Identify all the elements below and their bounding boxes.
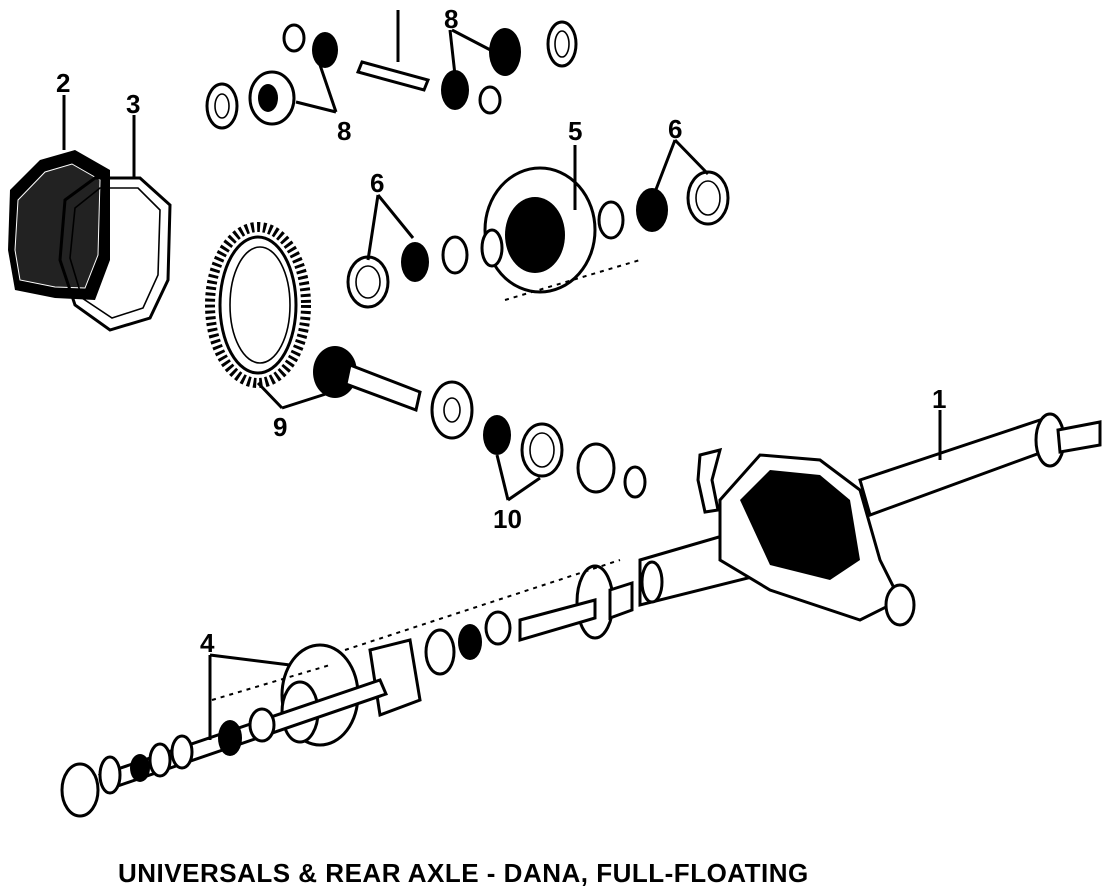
callout-4: 4 — [200, 628, 215, 658]
bearing-cone-right — [636, 188, 668, 232]
leader-lines — [62, 10, 942, 740]
callout-5: 5 — [568, 116, 582, 146]
differential-case — [480, 166, 597, 294]
pinion-washer-a — [205, 82, 239, 130]
small-washer-a — [282, 23, 306, 53]
hub-bearing-set — [424, 610, 512, 676]
shim-right — [597, 200, 625, 240]
diagram-caption: UNIVERSALS & REAR AXLE - DANA, FULL-FLOA… — [118, 858, 809, 888]
pinion-washer — [623, 465, 647, 499]
bearing-cup-left — [346, 255, 390, 309]
pinion-shim — [430, 380, 474, 440]
callout-9: 9 — [273, 412, 287, 442]
bearing-cup-right — [686, 170, 730, 226]
ring-gear — [205, 222, 311, 388]
alignment-line-a — [344, 559, 621, 651]
bracket-clip — [696, 447, 723, 514]
pinion-gear-a — [312, 32, 338, 68]
alignment-line-c — [504, 259, 641, 301]
bearing-cone-left — [401, 242, 429, 282]
side-gear-b — [441, 28, 521, 110]
callout-2: 2 — [56, 68, 70, 98]
callout-8-left: 8 — [337, 116, 351, 146]
drive-pinion — [313, 346, 422, 413]
cross-shaft — [355, 60, 431, 92]
differential-cover — [8, 150, 110, 300]
callout-6-right: 6 — [668, 114, 682, 144]
pinion-bearing-cone — [483, 415, 511, 455]
shim-left — [441, 235, 469, 275]
pinion-bearing-cup — [520, 422, 564, 478]
callout-8-top: 8 — [444, 4, 458, 34]
pinion-seal — [576, 442, 616, 494]
callout-1: 1 — [932, 384, 946, 414]
axle-shaft-flange — [518, 564, 634, 643]
side-gear-a — [248, 70, 296, 126]
spindle — [368, 638, 422, 718]
callout-6-left: 6 — [370, 168, 384, 198]
cover-gasket — [58, 176, 172, 332]
axle-housing — [638, 412, 1102, 627]
universal-joint-shaft — [60, 678, 389, 818]
callout-10: 10 — [493, 504, 522, 534]
callout-3: 3 — [126, 89, 140, 119]
thrust-washer-b — [546, 20, 578, 68]
alignment-line-b — [211, 664, 331, 701]
small-washer-b — [478, 85, 502, 115]
